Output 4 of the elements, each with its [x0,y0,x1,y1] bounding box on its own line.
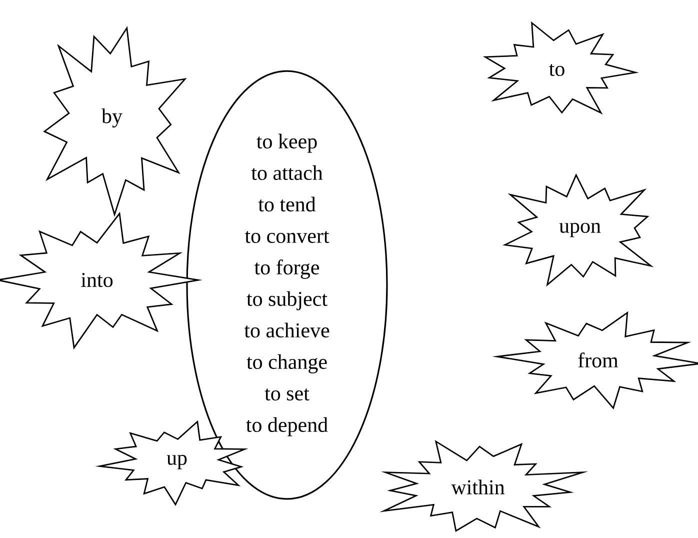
starburst: by [43,26,187,217]
starburst: upon [502,173,654,287]
starburst: within [379,440,588,532]
starburst: from [492,311,698,410]
